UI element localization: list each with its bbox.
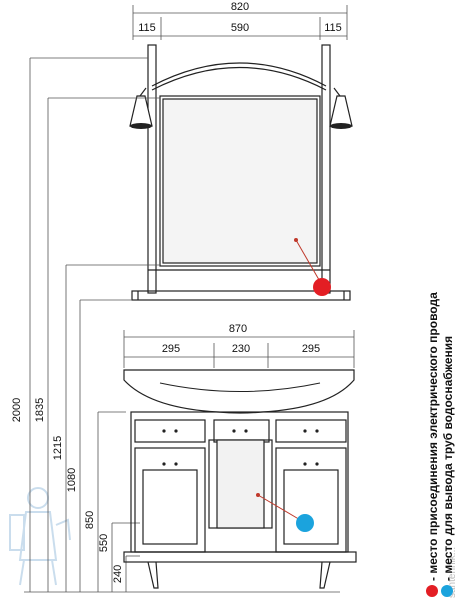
cabinet-left-width-label: 295 <box>162 343 180 355</box>
height-label-1215: 1215 <box>52 436 64 460</box>
mirror-right-width-label: 115 <box>324 22 342 34</box>
legend-water-dot <box>441 585 453 597</box>
watermark-text: santehnik... <box>447 547 458 598</box>
water-connection-point <box>296 514 314 532</box>
lamp-left-icon <box>129 87 153 129</box>
mirror-total-width-label: 820 <box>231 1 249 13</box>
height-label-850: 850 <box>84 511 96 529</box>
electric-marker-icon <box>294 238 298 242</box>
cabinet-body <box>123 369 357 589</box>
height-label-550: 550 <box>98 534 110 552</box>
plumber-watermark-icon <box>9 487 71 586</box>
mirror-center-width-label: 590 <box>231 22 249 34</box>
height-label-1835: 1835 <box>34 398 46 422</box>
mirror-frame <box>131 44 351 301</box>
electric-leader-line <box>295 239 323 286</box>
watermark-text-group: santehnik... <box>447 547 458 598</box>
legend-water-text: - место для вывода труб водоснабжения <box>441 336 455 581</box>
legend-electric-dot <box>426 585 438 597</box>
lamp-right-icon <box>329 87 353 129</box>
cabinet-knobs <box>162 429 319 466</box>
height-label-240: 240 <box>112 565 124 583</box>
legend-electric-text: - место присоединения электрического про… <box>426 292 440 581</box>
height-label-2000: 2000 <box>11 398 23 422</box>
water-leader-line <box>257 494 303 522</box>
electric-connection-point <box>313 278 331 296</box>
cabinet-right-width-label: 295 <box>302 343 320 355</box>
cabinet-total-width-label: 870 <box>229 323 247 335</box>
mirror-top-dimensions <box>132 5 348 40</box>
cabinet-top-dimensions <box>123 330 355 368</box>
height-dimension-lines <box>24 57 340 593</box>
cabinet-center-width-label: 230 <box>232 343 250 355</box>
water-marker-icon <box>256 493 260 497</box>
mirror-left-width-label: 115 <box>138 22 156 34</box>
height-label-1080: 1080 <box>66 468 78 492</box>
